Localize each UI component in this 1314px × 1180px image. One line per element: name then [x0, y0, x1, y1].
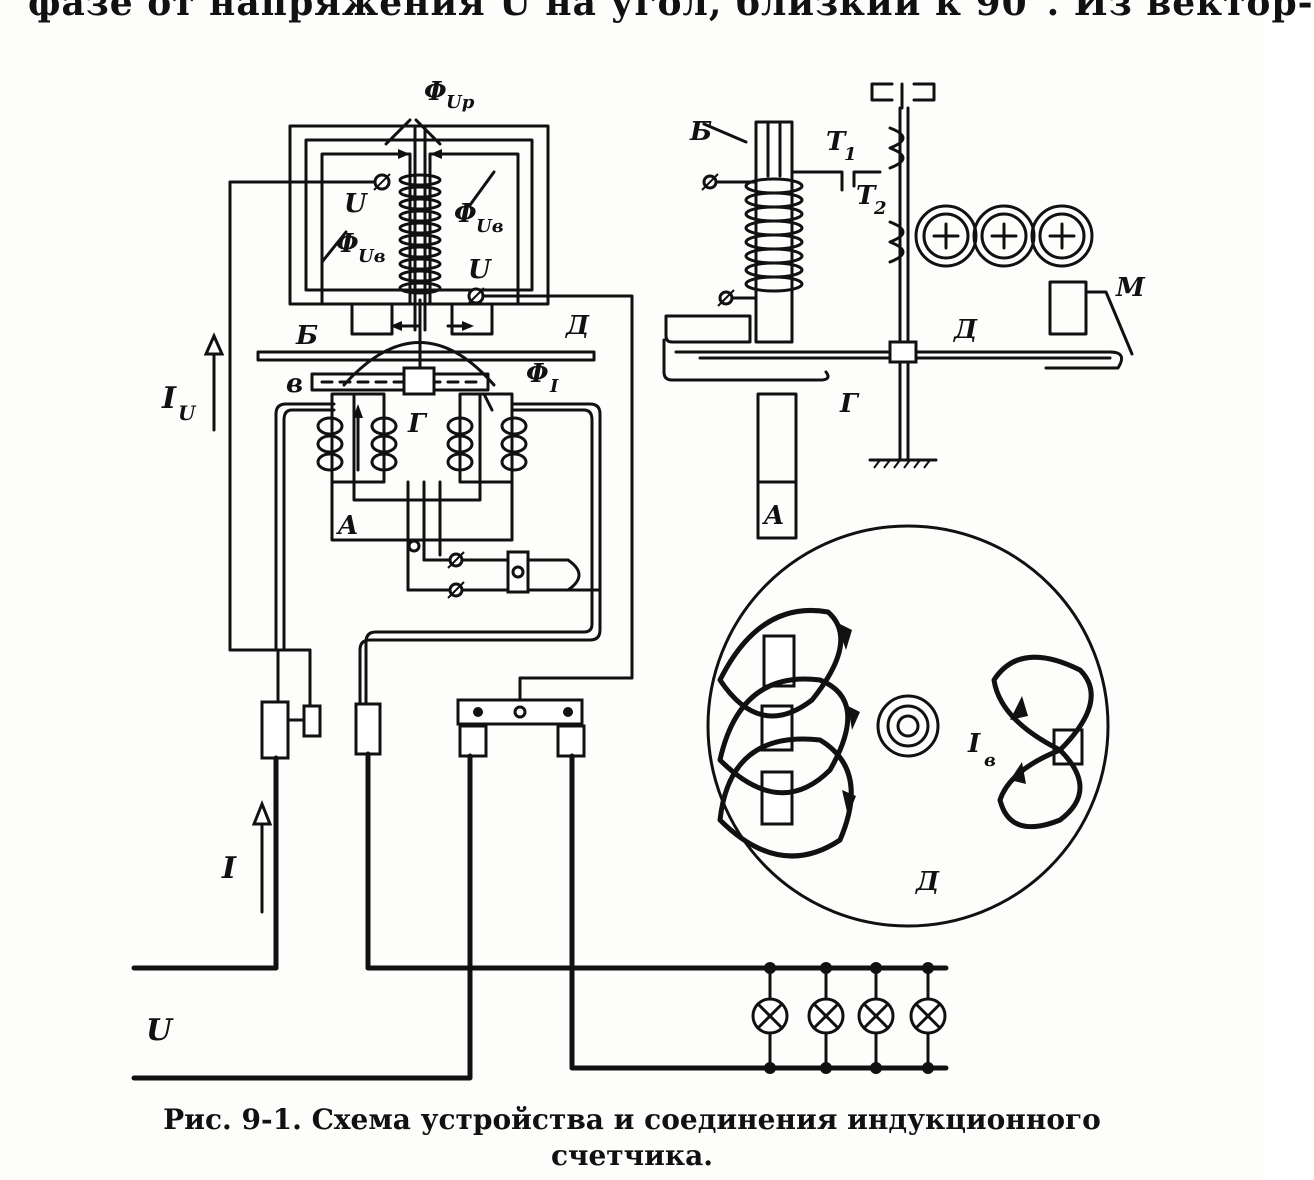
supply-lines — [131, 751, 949, 1081]
side-view-coil — [744, 177, 804, 293]
lamp-2 — [807, 962, 845, 1074]
side-view-frame — [662, 280, 1134, 382]
label-a-right: A — [761, 501, 784, 531]
label-u-coil: U — [344, 189, 368, 219]
terminal-block — [260, 698, 586, 760]
label-phi-uv-left: Φ — [336, 229, 359, 259]
label-d-disc: Д — [914, 867, 940, 897]
label-i-u: I — [161, 381, 177, 416]
voltage-wiring — [228, 180, 634, 708]
current-coil-right — [446, 416, 528, 472]
label-a-left: A — [335, 511, 358, 541]
label-d-right: Д — [952, 315, 978, 345]
label-m-right: М — [1115, 273, 1146, 303]
caption-line-2: счетчика. — [550, 1139, 714, 1172]
label-v-small: в — [286, 369, 303, 399]
label-i-u-sub: U — [178, 401, 197, 425]
current-wiring — [274, 402, 602, 710]
lamp-bank — [751, 962, 947, 1074]
label-phi-uv-right-sub: Uв — [476, 216, 504, 237]
label-u-supply: U — [146, 1013, 174, 1048]
label-phi-up-sub: Up — [446, 92, 475, 113]
side-view-current-magnet — [756, 392, 798, 540]
counter-drums — [914, 204, 1094, 268]
meter-diagram: Φ Up Φ Uв Φ Uв U U Б Д в Г Φ I A I U I U… — [131, 77, 1146, 1081]
label-b-left: Б — [295, 321, 318, 351]
disc-top-view — [706, 524, 1110, 928]
label-phi-i-sub: I — [549, 376, 559, 397]
label-i-main: I — [221, 851, 237, 886]
disc-side-view-left — [256, 341, 596, 396]
label-u-terminal: U — [468, 255, 492, 285]
lamp-4 — [909, 962, 947, 1074]
top-text-line: фазе от напряжения U на угол, близкий к … — [28, 0, 1314, 24]
adjustment-loop — [406, 480, 602, 599]
label-b-right: Б — [689, 117, 712, 147]
label-t2-sub: 2 — [873, 198, 887, 219]
voltage-coil — [398, 173, 442, 295]
current-magnet — [330, 392, 514, 542]
current-coil-left — [316, 416, 398, 472]
caption-line-1: Рис. 9-1. Схема устройства и соединения … — [163, 1103, 1101, 1136]
current-arrows — [203, 332, 273, 914]
label-d-left: Д — [564, 311, 590, 341]
label-phi-i: Φ — [526, 359, 549, 389]
label-t1: T — [826, 127, 847, 157]
label-i-v: I — [967, 729, 981, 759]
figure-caption: Рис. 9-1. Схема устройства и соединения … — [60, 1102, 1204, 1174]
label-phi-uv-left-sub: Uв — [358, 246, 386, 267]
label-g-right: Г — [839, 389, 860, 419]
label-i-v-sub: в — [984, 750, 996, 771]
terminal-u-bottom — [467, 287, 485, 305]
spindle — [868, 82, 938, 469]
label-phi-up: Φ — [424, 77, 447, 107]
label-phi-uv-right: Φ — [454, 199, 477, 229]
label-t1-sub: 1 — [844, 144, 857, 165]
page: фазе от напряжения U на угол, близкий к … — [28, 0, 1314, 1174]
lamp-1 — [751, 962, 789, 1074]
lamp-3 — [857, 962, 895, 1074]
terminal-u-top — [373, 173, 391, 191]
label-t2: T — [856, 181, 877, 211]
label-g-left: Г — [407, 409, 428, 439]
